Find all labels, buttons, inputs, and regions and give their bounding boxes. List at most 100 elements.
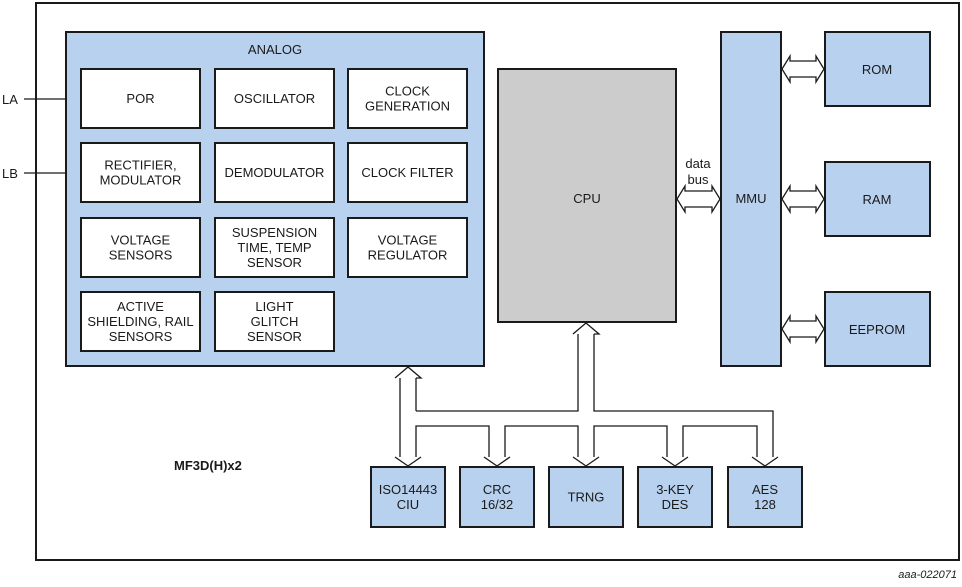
trng-label-line1: TRNG xyxy=(568,490,605,505)
figure-id: aaa-022071 xyxy=(898,569,957,581)
analog-clock-filter-label-line1: CLOCK FILTER xyxy=(361,165,453,180)
analog-clock-generation-label-line1: CLOCK xyxy=(385,84,430,99)
analog-demodulator-label-line1: DEMODULATOR xyxy=(225,165,325,180)
data-bus-label-line2: bus xyxy=(688,172,709,187)
bus-seg-des-aes xyxy=(682,425,758,457)
analog-active-shielding-rail-sensors-label-line1: ACTIVE xyxy=(117,299,164,314)
analog-rectifier-modulator-box xyxy=(80,142,201,203)
analog-light-glitch-sensor-label-line3: SENSOR xyxy=(247,329,302,344)
analog-clock-filter: CLOCK FILTER xyxy=(347,142,468,203)
ram-block-box xyxy=(824,161,931,237)
analog-light-glitch-sensor-box xyxy=(214,291,335,352)
aes-128-label-line1: AES xyxy=(752,482,778,497)
eeprom-label: EEPROM xyxy=(849,322,905,337)
memory-blocks: ROM RAM EEPROM xyxy=(824,31,931,367)
bus-seg-trng-des xyxy=(593,425,668,457)
data-bus-label-line1: data xyxy=(685,156,711,171)
analog-active-shielding-rail-sensors-box xyxy=(80,291,201,352)
analog-oscillator-label-line1: OSCILLATOR xyxy=(234,91,315,106)
analog-voltage-sensors-box xyxy=(80,217,201,278)
arrowhead-to-aes-128 xyxy=(751,456,779,467)
analog-voltage-sensors-label-line1: VOLTAGE xyxy=(111,233,171,248)
aes-128-block-box xyxy=(727,466,803,528)
analog-clock-generation-box xyxy=(347,68,468,129)
ram-label: RAM xyxy=(863,192,892,207)
pin-la-label: LA xyxy=(2,92,18,107)
arrowhead-to-crc-16-32 xyxy=(483,456,511,467)
cpu-arrowhead xyxy=(572,322,601,335)
analog-oscillator: OSCILLATOR xyxy=(214,68,335,129)
eeprom-block-box xyxy=(824,291,931,367)
rom-block: ROM xyxy=(824,31,931,107)
crc-16-32-label-line2: 16/32 xyxy=(481,497,514,512)
rom-label: ROM xyxy=(862,62,892,77)
3-key-des-block-box xyxy=(637,466,713,528)
analog-light-glitch-sensor-label-line1: LIGHT xyxy=(255,299,293,314)
arrowhead-to-3-key-des xyxy=(661,456,689,467)
iso14443-ciu-label-line1: ISO14443 xyxy=(379,482,438,497)
analog-clock-generation-label-line2: GENERATION xyxy=(365,99,450,114)
analog-por: POR xyxy=(80,68,201,129)
mmu-eeprom-arrow xyxy=(781,313,825,345)
bus-top-left-edge xyxy=(416,334,579,412)
cpu-block xyxy=(497,68,677,323)
horizontal-bus-arrows xyxy=(676,53,825,345)
analog-demodulator: DEMODULATOR xyxy=(214,142,335,203)
analog-suspension-time-temp-sensor-label-line3: SENSOR xyxy=(247,255,302,270)
analog-rectifier-modulator-label-line2: MODULATOR xyxy=(100,173,182,188)
pin-lb-label: LB xyxy=(2,166,18,181)
bus-seg-iso-crc xyxy=(415,425,490,457)
analog-active-shielding-rail-sensors-label-line3: SENSORS xyxy=(109,329,173,344)
analog-clock-filter-box xyxy=(347,142,468,203)
analog-suspension-time-temp-sensor-label-line1: SUSPENSION xyxy=(232,225,317,240)
analog-arrowhead xyxy=(394,366,423,379)
mmu-block xyxy=(720,31,782,367)
analog-suspension-time-temp-sensor-label-line2: TIME, TEMP xyxy=(237,240,311,255)
analog-demodulator-box xyxy=(214,142,335,203)
iso14443-ciu-label-line2: CIU xyxy=(397,497,419,512)
cpu-mmu-data-bus-arrow xyxy=(676,183,721,215)
iso14443-ciu-block-box xyxy=(370,466,446,528)
arrowhead-to-trng xyxy=(572,456,600,467)
3-key-des-label-line1: 3-KEY xyxy=(656,482,694,497)
analog-suspension-time-temp-sensor-box xyxy=(214,217,335,278)
3-key-des-label-line2: DES xyxy=(662,497,689,512)
mmu-rom-arrow xyxy=(781,53,825,85)
analog-light-glitch-sensor-label-line2: GLITCH xyxy=(251,314,299,329)
trng-block: TRNG xyxy=(548,466,624,528)
analog-voltage-regulator-box xyxy=(347,217,468,278)
analog-voltage-regulator-label-line2: REGULATOR xyxy=(368,248,448,263)
rom-block-box xyxy=(824,31,931,107)
chip-name: MF3D(H)x2 xyxy=(174,458,242,473)
trng-block-box xyxy=(548,466,624,528)
cpu-label: CPU xyxy=(573,191,600,206)
analog-por-box xyxy=(80,68,201,129)
crc-16-32-block-box xyxy=(459,466,535,528)
arrowhead-to-iso14443-ciu xyxy=(394,456,422,467)
analog-title: ANALOG xyxy=(248,42,302,57)
aes-128-label-line2: 128 xyxy=(754,497,776,512)
analog-voltage-sensors-label-line2: SENSORS xyxy=(109,248,173,263)
eeprom-block: EEPROM xyxy=(824,291,931,367)
ram-block: RAM xyxy=(824,161,931,237)
analog-rectifier-modulator: RECTIFIER,MODULATOR xyxy=(80,142,201,203)
analog-active-shielding-rail-sensors-label-line2: SHIELDING, RAIL xyxy=(87,314,193,329)
analog-voltage-regulator-label-line1: VOLTAGE xyxy=(378,233,438,248)
mmu-ram-arrow xyxy=(781,183,825,215)
analog-rectifier-modulator-label-line1: RECTIFIER, xyxy=(104,158,176,173)
mmu-label: MMU xyxy=(735,191,766,206)
chip-outline xyxy=(35,2,960,561)
